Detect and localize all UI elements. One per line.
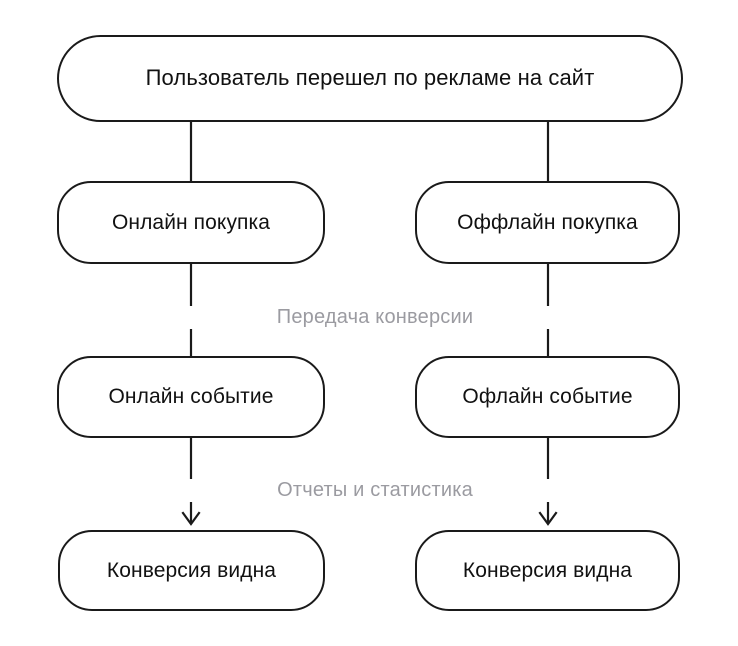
node-online-purchase[interactable]: Онлайн покупка xyxy=(57,181,325,264)
arrowhead-offline-event-to-conversion xyxy=(538,511,558,526)
node-offline-purchase[interactable]: Оффлайн покупка xyxy=(415,181,680,264)
arrowhead-online-event-to-conversion xyxy=(181,511,201,526)
node-conversion-left[interactable]: Конверсия видна xyxy=(58,530,325,611)
edge-label-transfer: Передача конверсии xyxy=(0,306,738,329)
node-conversion-right[interactable]: Конверсия видна xyxy=(415,530,680,611)
node-offline-event[interactable]: Офлайн событие xyxy=(415,356,680,438)
node-root[interactable]: Пользователь перешел по рекламе на сайт xyxy=(57,35,683,122)
edge-label-reporting: Отчеты и статистика xyxy=(0,479,738,502)
node-online-event[interactable]: Онлайн событие xyxy=(57,356,325,438)
